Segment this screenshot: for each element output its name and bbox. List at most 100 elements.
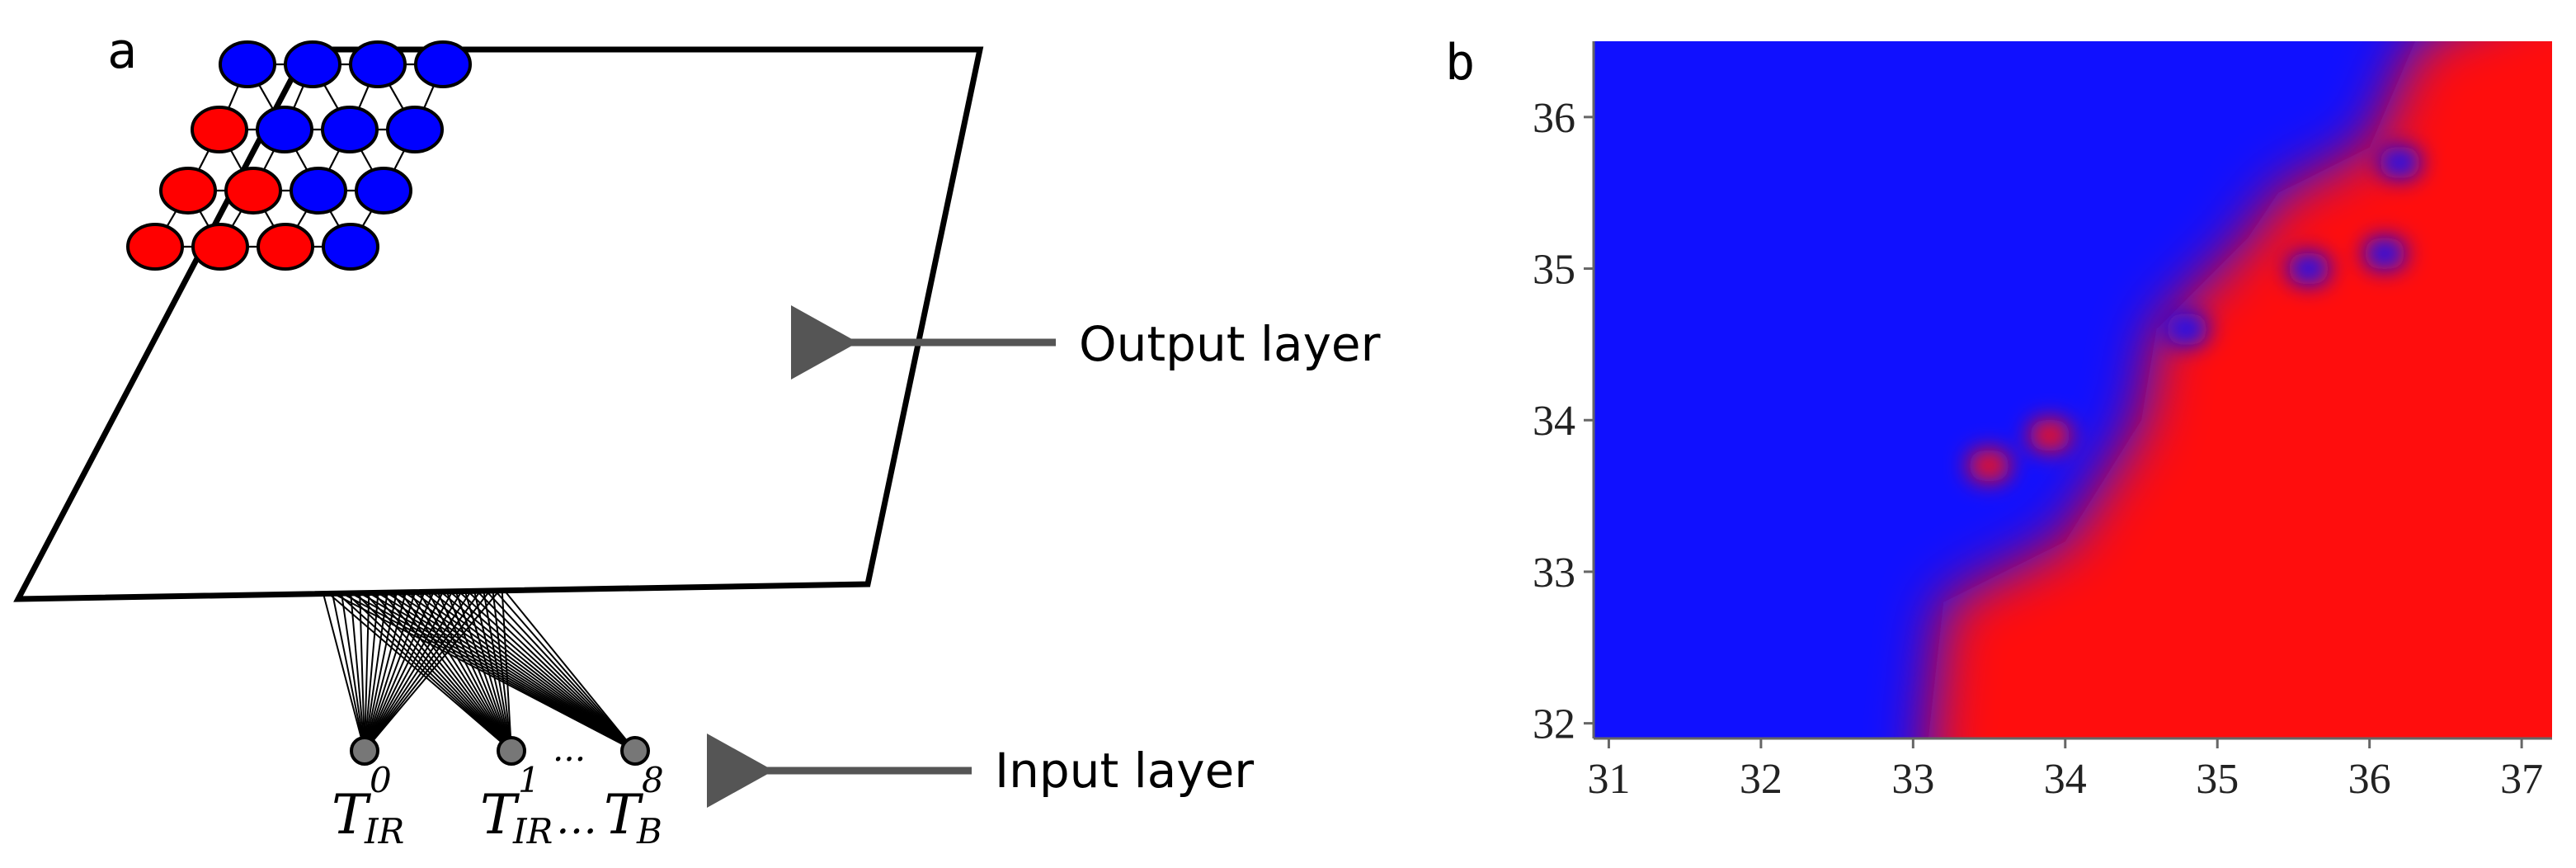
grid-node-blue: [256, 106, 313, 153]
x-tick-label: 36: [2348, 756, 2391, 803]
svg-text:T: T: [332, 783, 372, 847]
input-connection: [444, 587, 636, 752]
input-nodes: [350, 736, 650, 766]
grid-node-blue: [290, 167, 347, 215]
input-connection: [397, 587, 512, 752]
svg-text:T: T: [604, 783, 644, 847]
grid-node-blue: [386, 106, 444, 153]
grid-node-blue: [414, 40, 472, 88]
grid-node-red: [191, 106, 248, 153]
y-tick-label: 36: [1533, 95, 1575, 142]
input-connection: [330, 587, 365, 752]
grid-node-red: [257, 223, 314, 271]
input-connection: [368, 587, 512, 752]
input-nodes-ellipsis: ...: [553, 729, 586, 769]
y-tick-label: 32: [1533, 701, 1575, 748]
panel-b-letter: b: [1445, 34, 1475, 92]
svg-text:8: 8: [642, 760, 664, 800]
heatmap: [1594, 41, 2552, 738]
input-connection: [435, 587, 636, 752]
x-tick-label: 32: [1740, 756, 1782, 803]
grid-node-blue: [284, 40, 341, 88]
input-connection: [463, 587, 636, 752]
grid-node-blue: [349, 40, 407, 88]
svg-text:B: B: [636, 811, 662, 851]
grid-node-red: [126, 223, 184, 271]
svg-text:IR: IR: [512, 811, 553, 851]
input-connection: [492, 587, 636, 752]
heatmap-island-red: [1967, 449, 2011, 483]
heatmap-island-red: [2028, 418, 2072, 452]
heatmap-red-region: [1928, 41, 2552, 738]
input-connections: [321, 587, 636, 752]
input-connection: [473, 587, 636, 752]
grid-node-red: [159, 167, 217, 215]
x-ticks: 31 32 33 34 35 36 37: [1587, 738, 2543, 803]
output-grid-nodes: [126, 40, 472, 271]
svg-text:0: 0: [370, 760, 392, 800]
grid-node-blue: [219, 40, 276, 88]
input-node-0: [350, 736, 379, 766]
y-ticks: 32 33 34 35 36: [1533, 95, 1594, 748]
svg-text:1: 1: [518, 760, 540, 800]
input-connection: [359, 587, 636, 752]
y-tick-label: 33: [1533, 550, 1575, 597]
input-connection: [340, 587, 512, 752]
x-tick-label: 37: [2500, 756, 2543, 803]
input-connection: [378, 587, 512, 752]
input-connection: [359, 587, 512, 752]
input-connection: [482, 587, 636, 752]
input-node-2: [620, 736, 650, 766]
input-connection: [435, 587, 512, 752]
panel-b: b 31 32 33 34 35 36 37 32 33 34 35 36: [1445, 34, 2552, 803]
input-node-1: [497, 736, 526, 766]
red-region-shape: [1928, 41, 2552, 738]
heatmap-island-blue: [2165, 313, 2209, 347]
grid-node-blue: [322, 223, 379, 271]
x-tick-label: 31: [1587, 756, 1630, 803]
grid-node-red: [224, 167, 282, 215]
input-connection: [378, 587, 636, 752]
grid-node-blue: [355, 167, 412, 215]
input-connection: [321, 587, 512, 752]
input-connection: [368, 587, 636, 752]
input-connection: [416, 587, 512, 752]
input-connection: [416, 587, 636, 752]
x-tick-label: 34: [2044, 756, 2087, 803]
input-connection: [330, 587, 512, 752]
grid-node-blue: [321, 106, 379, 153]
input-node-label-1: T 1 IR: [480, 760, 553, 851]
input-connection: [349, 587, 512, 752]
panel-a: a T 0 IR T 1 IR … T 8 B ... Output lay: [13, 22, 1381, 851]
heatmap-island-blue: [2286, 252, 2330, 285]
heatmap-island-blue: [2363, 237, 2407, 271]
panel-a-letter: a: [107, 22, 137, 80]
output-layer-plane: [13, 46, 984, 602]
x-tick-label: 33: [1891, 756, 1934, 803]
input-connection: [425, 587, 512, 752]
input-connection: [501, 587, 636, 752]
output-layer-label: Output layer: [1079, 316, 1381, 372]
y-tick-label: 35: [1533, 247, 1575, 294]
input-connection: [425, 587, 636, 752]
svg-text:IR: IR: [364, 811, 404, 851]
input-connection: [406, 587, 636, 752]
input-node-label-0: T 0 IR: [332, 760, 404, 851]
y-tick-label: 34: [1533, 398, 1575, 445]
input-connection: [387, 587, 512, 752]
input-connection: [397, 587, 636, 752]
input-connection: [454, 587, 636, 752]
heatmap-islands: [1967, 145, 2422, 483]
input-layer-label: Input layer: [995, 743, 1254, 799]
input-connection: [387, 587, 636, 752]
grid-node-red: [191, 223, 249, 271]
x-tick-label: 35: [2196, 756, 2239, 803]
input-connection: [406, 587, 512, 752]
input-node-label-2: T 8 B: [604, 760, 664, 851]
input-connection: [321, 587, 365, 752]
heatmap-island-blue: [2378, 145, 2422, 179]
svg-text:T: T: [480, 783, 520, 847]
input-label-ellipsis: …: [556, 795, 597, 843]
input-connection: [340, 587, 365, 752]
